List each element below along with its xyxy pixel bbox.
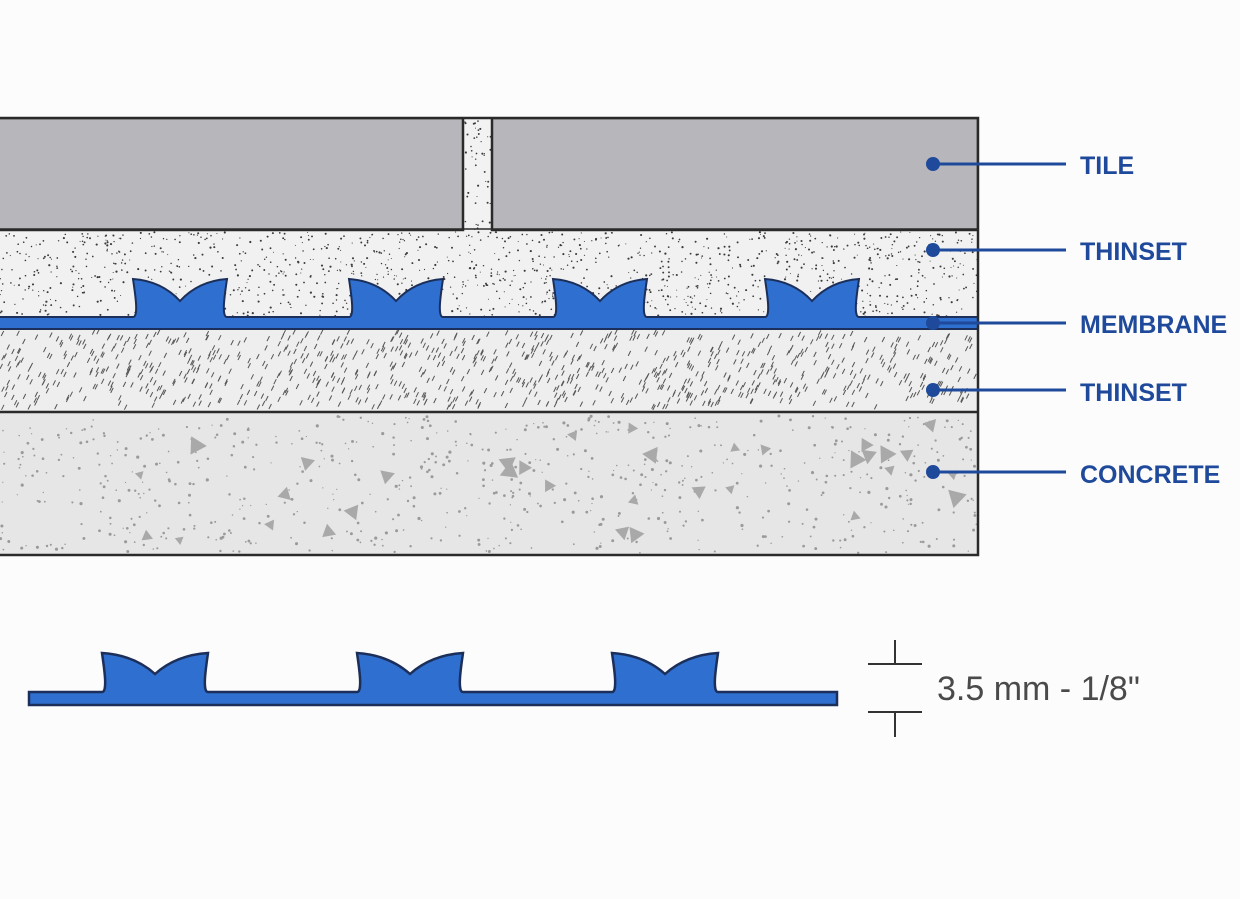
leader-lines <box>926 157 1066 479</box>
thinset-bottom-texture <box>0 328 978 411</box>
cross-section <box>0 118 978 555</box>
membrane-layer <box>0 277 978 330</box>
grout-texture <box>464 120 492 230</box>
tile-right <box>490 118 978 232</box>
concrete-aggregate <box>0 414 978 554</box>
membrane-profile-detail <box>27 651 839 707</box>
dimension-label: 3.5 mm - 1/8" <box>937 670 1140 708</box>
label-tile: TILE <box>1080 152 1134 180</box>
label-membrane: MEMBRANE <box>1080 311 1227 339</box>
assembly-outline <box>0 116 980 557</box>
dimension-marker <box>868 640 922 737</box>
tile-left <box>0 118 465 232</box>
label-thinset-bottom: THINSET <box>1080 379 1187 407</box>
label-thinset-top: THINSET <box>1080 238 1187 266</box>
thinset-bottom-layer <box>0 328 978 412</box>
label-concrete: CONCRETE <box>1080 461 1220 489</box>
